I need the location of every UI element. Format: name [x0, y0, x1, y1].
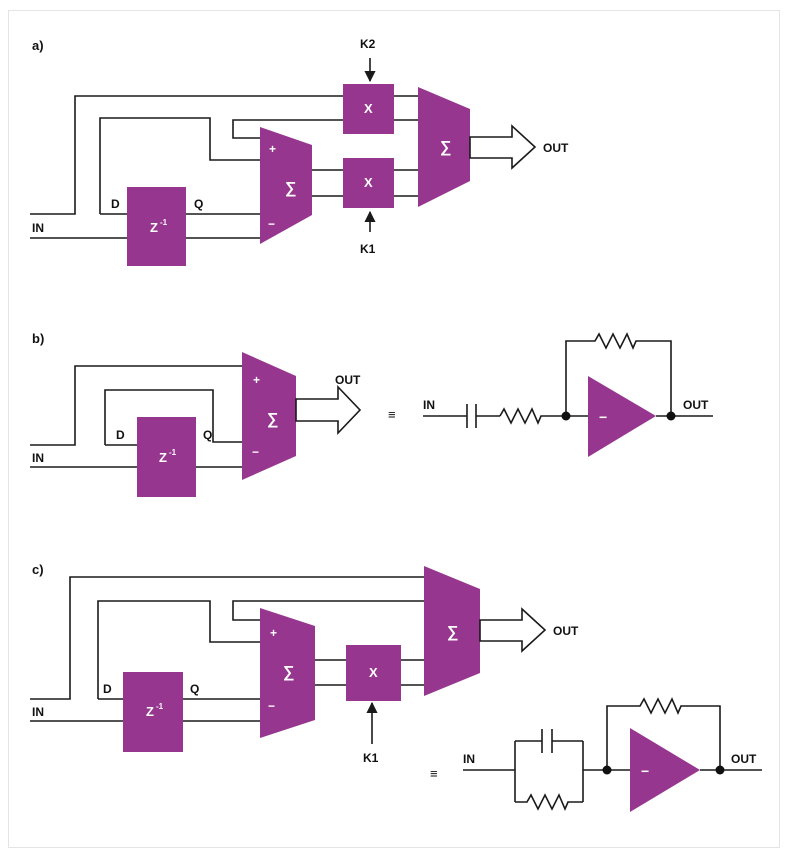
panel-c-out-label: OUT	[553, 624, 579, 638]
panel-b-equivalent-circuit: − IN OUT	[423, 332, 713, 457]
panel-c-summer-1-minus: −	[268, 699, 275, 713]
panel-c-in-to-sum-plus-wire	[97, 600, 260, 699]
panel-a-multiplier-k2-label: X	[364, 101, 373, 116]
panel-b-delay-exponent: -1	[169, 448, 177, 457]
panel-c-summer-2	[424, 566, 480, 696]
panel-a-out-label: OUT	[543, 141, 569, 155]
panel-b-summer-plus: +	[253, 373, 260, 387]
panel-c: c) Z -1 ∑ + − X ∑ IN D Q	[30, 562, 762, 812]
panel-c-opamp-sign: −	[641, 763, 649, 779]
panel-c-summer-1-plus: +	[270, 626, 277, 640]
panel-b-in-label: IN	[32, 451, 44, 465]
panel-b-q-label: Q	[203, 428, 212, 442]
panel-a-summer-2-symbol: ∑	[440, 139, 451, 156]
panel-a-d-label: D	[111, 197, 120, 211]
panel-b-feedback-resistor	[565, 332, 672, 416]
panel-a-multiplier-k1	[343, 158, 394, 208]
panel-c-delay-label: Z	[146, 704, 154, 719]
panel-a-delay-label: Z	[150, 220, 158, 235]
panel-c-feedback-wire	[232, 600, 424, 621]
panel-b-capacitor	[466, 404, 477, 428]
panel-c-summer-1	[260, 608, 315, 738]
figure-border	[8, 10, 780, 848]
panel-c-output-arrow	[479, 607, 547, 653]
panel-b-out-label: OUT	[335, 373, 361, 387]
panel-b-summer-minus: −	[252, 445, 259, 459]
panel-c-multiplier-k1	[346, 645, 401, 701]
panel-b-delay-block	[137, 417, 196, 497]
panel-a-sum-to-mult-k1-wires	[312, 169, 343, 197]
panel-c-delay-block	[123, 672, 183, 752]
panel-c-junction-node-output	[715, 765, 725, 775]
panel-a-label: a)	[32, 38, 44, 53]
panel-b-junction-node-output	[666, 411, 676, 421]
panel-c-label: c)	[32, 562, 44, 577]
panel-a-multiplier-k2	[343, 84, 394, 134]
panel-b-summer-symbol: ∑	[267, 411, 278, 428]
panel-b: b) Z -1 ∑ + − IN D Q OUT ≡	[30, 331, 713, 497]
panel-c-in-label: IN	[32, 705, 44, 719]
panel-a-in-to-sum-plus-wire	[99, 117, 260, 214]
panel-a-multiplier-k1-label: X	[364, 175, 373, 190]
panel-c-junction-node-input	[602, 765, 612, 775]
panel-c-summer-1-symbol: ∑	[283, 664, 294, 681]
panel-c-summer-2-symbol: ∑	[447, 624, 458, 641]
panel-b-in-to-sum-plus-wire	[30, 365, 242, 446]
panel-c-multiplier-k1-label: X	[369, 665, 378, 680]
panel-a-summer-1	[260, 127, 312, 244]
panel-a-mult-k1-out-wires	[394, 169, 418, 197]
panel-b-label: b)	[32, 331, 44, 346]
panel-c-q-label: Q	[190, 682, 199, 696]
panel-a-summer-1-plus: +	[269, 142, 276, 156]
panel-a-output-arrow	[469, 124, 537, 170]
panel-a: a) Z -1 ∑ + − X X	[30, 37, 569, 266]
panel-a-in-label: IN	[32, 221, 44, 235]
panel-c-capacitor	[541, 729, 553, 753]
panel-a-k2-label: K2	[360, 37, 376, 51]
panel-a-summer-2	[418, 87, 470, 207]
panel-b-summer	[242, 352, 296, 480]
panel-a-summer-1-minus: −	[268, 217, 275, 231]
panel-b-output-arrow	[295, 385, 362, 435]
panel-c-circuit-in-label: IN	[463, 752, 475, 766]
panel-b-opamp	[588, 376, 656, 457]
panel-b-d-label: D	[116, 428, 125, 442]
panel-a-q-label: Q	[194, 197, 203, 211]
panel-c-equivalence-symbol: ≡	[430, 766, 438, 781]
panel-c-equivalent-circuit: − IN OUT	[463, 697, 762, 812]
panel-c-mult-out-wires	[401, 659, 424, 686]
panel-c-delay-exponent: -1	[156, 702, 164, 711]
panel-b-junction-node-input	[561, 411, 571, 421]
panel-c-k1-label: K1	[363, 751, 379, 765]
panel-b-equivalence-symbol: ≡	[388, 407, 396, 422]
panel-a-delay-block	[127, 187, 186, 266]
panel-b-delay-label: Z	[159, 450, 167, 465]
panel-c-circuit-out-label: OUT	[731, 752, 757, 766]
panel-c-feedback-resistor	[606, 697, 721, 770]
panel-a-summer-1-symbol: ∑	[285, 180, 296, 197]
panel-c-sum-to-mult-wires	[315, 659, 346, 686]
panel-b-circuit-in-label: IN	[423, 398, 435, 412]
panel-a-in-to-mult-k2-wire	[30, 95, 343, 215]
panel-c-opamp	[630, 728, 700, 812]
panel-a-delay-exponent: -1	[160, 218, 168, 227]
panel-b-q-feedback-wire	[104, 389, 242, 445]
panel-a-feedback-wire	[232, 119, 343, 139]
panel-b-input-resistor	[499, 407, 588, 426]
panel-a-k1-label: K1	[360, 242, 376, 256]
panel-b-circuit-out-label: OUT	[683, 398, 709, 412]
panel-a-mult-k2-out-wires	[394, 95, 418, 121]
panel-c-in-to-summer-2-wire	[30, 576, 424, 700]
panel-c-parallel-resistor	[515, 793, 583, 812]
panel-c-d-label: D	[103, 682, 112, 696]
panel-b-opamp-sign: −	[599, 409, 607, 425]
